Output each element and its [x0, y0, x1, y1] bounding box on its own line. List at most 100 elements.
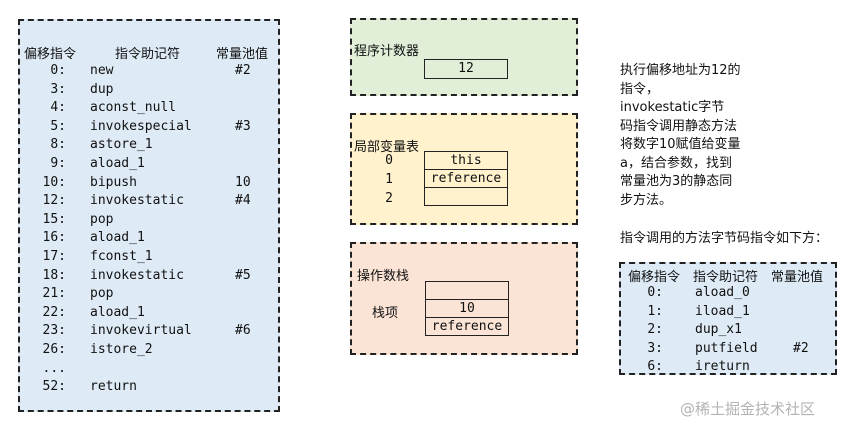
locals-label: 局部变量表: [354, 140, 420, 155]
description-line: 指令，: [620, 81, 660, 97]
const-pool-cell: 10: [235, 174, 251, 190]
slot-index: 1: [385, 172, 393, 187]
bytecode-row: 9: aload_1: [20, 156, 278, 175]
stack-cells: 10 reference: [425, 281, 509, 336]
offset-cell: 26:: [42, 342, 66, 357]
callee-bytecode-listing: 偏移指令 指令助记符 常量池值 0: aload_0 1: iload_1 2:dup_…: [619, 262, 837, 375]
pc-value: 12: [424, 59, 508, 79]
header-mnemonic: 指令助记符: [693, 270, 759, 285]
offset-cell: 9:: [50, 156, 66, 171]
offset-cell: 15:: [42, 211, 66, 227]
offset-cell: ...: [42, 360, 66, 376]
bytecode-row: 4:aconst_null: [20, 100, 278, 119]
instruction-cell: putfield: [695, 340, 758, 356]
offset-cell: 16:: [42, 230, 66, 246]
method-caption: 指令调用的方法字节码指令如下方：: [620, 231, 829, 246]
bytecode-row: 21: pop: [20, 286, 278, 305]
bytecode-row: 8: astore_1: [20, 137, 278, 156]
offset-cell: 8:: [50, 137, 66, 153]
bytecode-row: 3: putfield #2: [621, 341, 835, 360]
const-pool-cell: #3: [235, 118, 251, 134]
instruction-cell: pop: [90, 286, 114, 302]
description-line: 将数字10赋值给变量: [620, 137, 741, 152]
description: 执行偏移地址为12的 指令， invokestatic字节 码指令调用静态方法 …: [620, 62, 770, 210]
header-mnemonic: 指令助记符: [115, 47, 181, 62]
offset-cell: 17:: [42, 249, 66, 264]
bytecode-row: 1: iload_1: [621, 304, 835, 323]
offset-cell: 10:: [42, 174, 66, 190]
bytecode-row: 10: bipush 10: [20, 175, 278, 194]
instruction-cell: istore_2: [90, 342, 153, 357]
header-const-pool: 常量池值: [216, 47, 269, 62]
instruction-cell: invokevirtual: [90, 323, 192, 339]
offset-cell: 23:: [42, 323, 66, 339]
stack-top-label: 栈项: [372, 306, 399, 321]
header-const-pool: 常量池值: [771, 270, 824, 285]
description-line: 步方法。: [620, 192, 673, 208]
offset-cell: 6:: [647, 359, 663, 374]
bytecode-row: 52: return: [20, 379, 278, 398]
bytecode-row: 2:dup_x1: [621, 322, 835, 341]
slot-index: 0: [385, 153, 393, 168]
stack-cell: reference: [425, 317, 509, 336]
bytecode-row: 23: invokevirtual #6: [20, 323, 278, 342]
description-line: 常量池为3的静态同: [620, 174, 733, 189]
bytecode-row: 15: pop: [20, 212, 278, 231]
offset-cell: 1:: [647, 303, 663, 319]
instruction-cell: pop: [90, 211, 114, 227]
instruction-cell: astore_1: [90, 137, 153, 153]
operand-stack: 操作数栈 栈项 10 reference: [350, 242, 578, 355]
local-variable-table: 局部变量表 0 1 2 this reference: [350, 113, 578, 225]
offset-cell: 4:: [50, 100, 66, 116]
bytecode-row: 0: new #2: [20, 63, 278, 82]
instruction-cell: invokespecial: [90, 118, 192, 134]
instruction-cell: new: [90, 63, 114, 78]
instruction-cell: invokestatic: [90, 267, 184, 283]
const-pool-cell: #2: [793, 340, 809, 356]
const-pool-cell: #4: [235, 193, 251, 209]
instruction-cell: bipush: [90, 174, 137, 190]
instruction-cell: aload_1: [90, 156, 145, 171]
instruction-cell: iload_1: [695, 303, 750, 319]
instruction-cell: aload_0: [695, 285, 750, 300]
watermark: @稀土掘金技术社区: [680, 400, 816, 418]
program-counter: 程序计数器 12: [350, 18, 578, 96]
slot-index: 2: [385, 191, 393, 206]
offset-cell: 3:: [647, 340, 663, 356]
stack-cell: [425, 281, 509, 300]
bytecode-row: 22:aload_1: [20, 305, 278, 324]
bytecode-row: 18: invokestatic #5: [20, 268, 278, 287]
offset-cell: 0:: [50, 63, 66, 78]
stack-label: 操作数栈: [357, 269, 410, 284]
offset-cell: 21:: [42, 286, 66, 302]
offset-cell: 5:: [50, 118, 66, 134]
bytecode-row: 16: aload_1: [20, 230, 278, 249]
instruction-cell: dup: [90, 81, 114, 97]
offset-cell: 0:: [647, 285, 663, 300]
local-slot: this: [424, 151, 508, 170]
instruction-cell: return: [90, 379, 137, 395]
bytecode-row: 6: ireturn: [621, 359, 835, 378]
description-line: 码指令调用静态方法: [620, 118, 738, 134]
instruction-cell: aload_1: [90, 230, 145, 246]
instruction-cell: dup_x1: [695, 322, 742, 337]
offset-cell: 3:: [50, 81, 66, 97]
instruction-cell: ireturn: [695, 359, 750, 374]
bytecode-row: 26: istore_2: [20, 342, 278, 361]
local-slot: reference: [424, 169, 508, 188]
header-offset: 偏移指令: [628, 270, 681, 285]
bytecode-row: 3: dup: [20, 82, 278, 101]
offset-cell: 52:: [42, 379, 66, 395]
const-pool-cell: #5: [235, 267, 251, 283]
description-line: a，结合参数，找到: [620, 155, 732, 171]
instruction-cell: aload_1: [90, 304, 145, 320]
const-pool-cell: #6: [235, 323, 251, 339]
bytecode-row: ...: [20, 361, 278, 380]
bytecode-row: 5: invokespecial #3: [20, 119, 278, 138]
stack-cell: 10: [425, 299, 509, 318]
const-pool-cell: #2: [235, 63, 251, 78]
bytecode-row: 12:invokestatic#4: [20, 193, 278, 212]
offset-cell: 18:: [42, 267, 66, 283]
offset-cell: 12:: [42, 193, 66, 209]
